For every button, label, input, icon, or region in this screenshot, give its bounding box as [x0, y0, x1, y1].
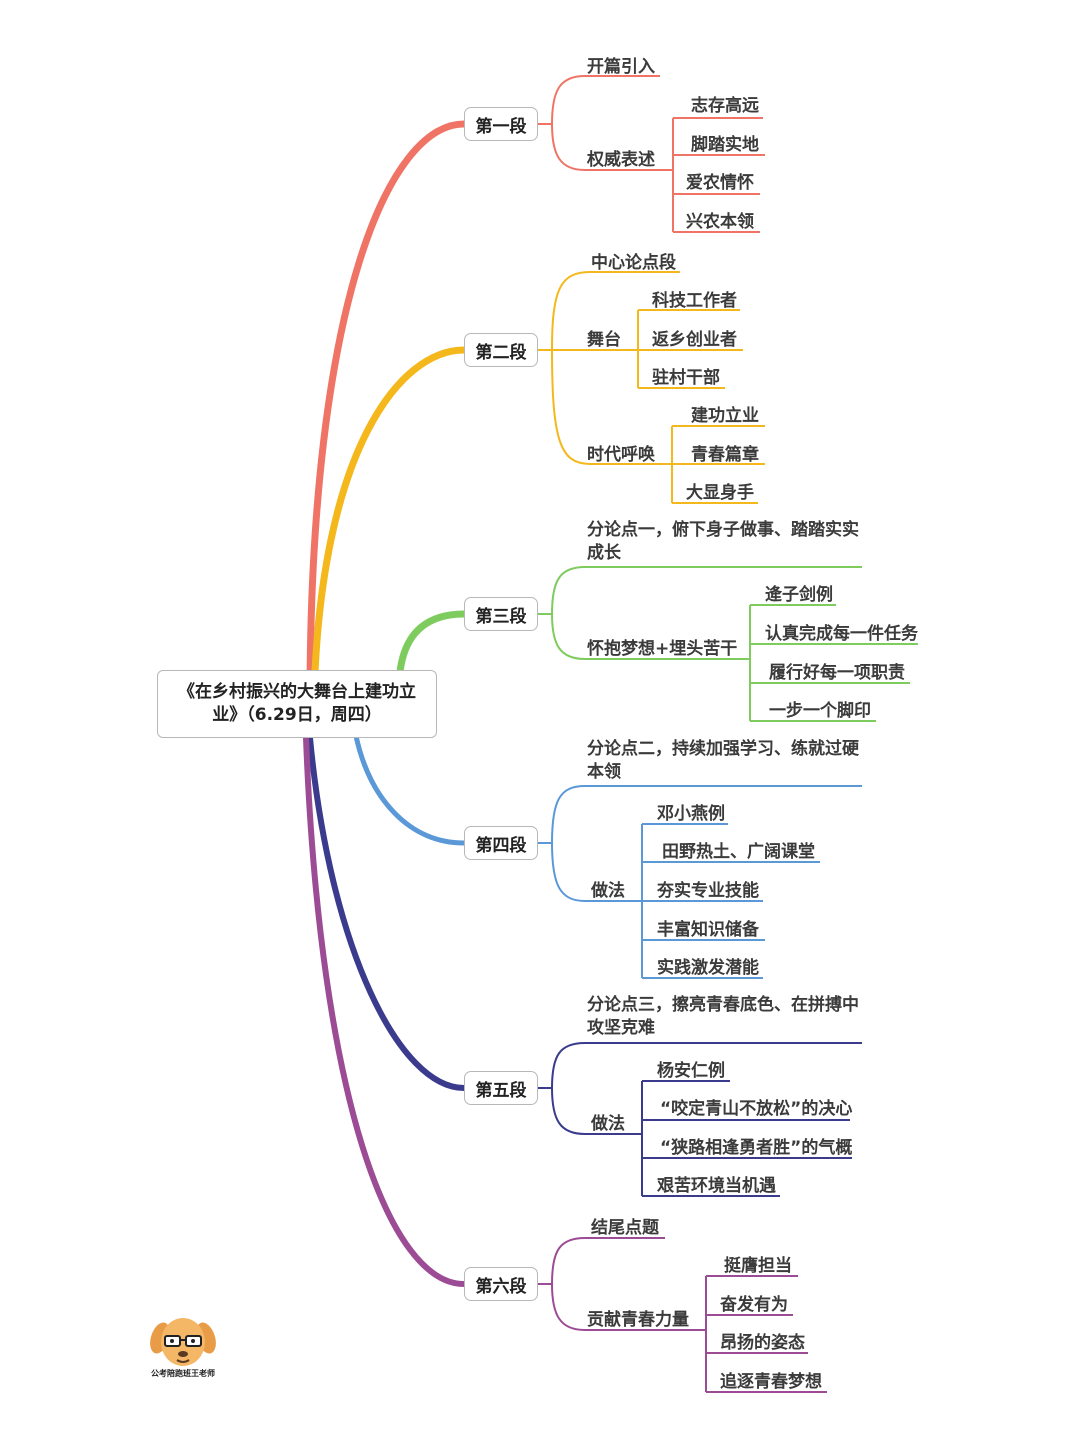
branch-s4	[353, 733, 467, 846]
branch-s6	[303, 735, 467, 1287]
s2-leaf[interactable]: 驻村干部	[652, 368, 720, 388]
section-2-label: 第二段	[475, 342, 527, 363]
s1-leaf[interactable]: 志存高远	[691, 96, 759, 116]
s2-leaf[interactable]: 科技工作者	[652, 291, 737, 311]
section-4-node[interactable]: 第四段	[464, 826, 538, 860]
s1-leaf[interactable]: 兴农本领	[686, 212, 754, 232]
connectors-s5	[538, 1042, 862, 1197]
s2-leaf[interactable]: 大显身手	[686, 483, 754, 503]
connectors-s6	[538, 1237, 827, 1393]
s3-leaf[interactable]: 逄子剑例	[765, 585, 833, 605]
s4-leaf[interactable]: 夯实专业技能	[657, 881, 759, 901]
s4-leaf[interactable]: 实践激发潜能	[657, 958, 759, 978]
s5-item-argument[interactable]: 分论点三，擦亮青春底色、在拼搏中攻坚克难	[587, 995, 859, 1038]
branch-s2	[310, 346, 468, 704]
section-6-label: 第六段	[475, 1276, 527, 1297]
dog-avatar-icon	[150, 1318, 216, 1366]
s3-leaf[interactable]: 一步一个脚印	[769, 701, 871, 721]
s5-leaf[interactable]: 艰苦环境当机遇	[657, 1176, 776, 1196]
branch-s5	[307, 735, 467, 1091]
s5-leaf[interactable]: 杨安仁例	[657, 1061, 725, 1081]
branch-s1	[306, 120, 468, 704]
s6-item-conclusion[interactable]: 结尾点题	[591, 1218, 659, 1238]
section-6-node[interactable]: 第六段	[464, 1267, 538, 1301]
s1-leaf[interactable]: 爱农情怀	[686, 173, 754, 193]
s3-leaf[interactable]: 履行好每一项职责	[769, 663, 905, 683]
s6-leaf[interactable]: 追逐青春梦想	[720, 1372, 822, 1392]
section-1-node[interactable]: 第一段	[464, 107, 538, 141]
s4-leaf[interactable]: 邓小燕例	[657, 804, 725, 824]
s4-item-method[interactable]: 做法	[591, 881, 625, 901]
section-3-node[interactable]: 第三段	[464, 597, 538, 631]
root-topic-label: 《在乡村振兴的大舞台上建功立业》（6.29日，周四）	[178, 682, 416, 725]
s5-item-method[interactable]: 做法	[591, 1114, 625, 1134]
s2-item-call[interactable]: 时代呼唤	[587, 445, 655, 465]
s5-leaf[interactable]: “狭路相逢勇者胜”的气概	[660, 1138, 853, 1158]
section-3-label: 第三段	[475, 606, 527, 627]
s6-leaf[interactable]: 奋发有为	[720, 1295, 788, 1315]
connectors-s1	[538, 75, 765, 233]
s4-leaf[interactable]: 田野热土、广阔课堂	[662, 842, 815, 862]
s3-item-argument[interactable]: 分论点一，俯下身子做事、踏踏实实成长	[587, 520, 859, 563]
root-topic[interactable]: 《在乡村振兴的大舞台上建功立业》（6.29日，周四）	[157, 670, 437, 738]
s3-item-dream[interactable]: 怀抱梦想+埋头苦干	[587, 639, 738, 659]
s1-item-intro[interactable]: 开篇引入	[587, 57, 655, 77]
s1-item-authority[interactable]: 权威表述	[587, 150, 655, 170]
s2-item-thesis[interactable]: 中心论点段	[591, 253, 676, 273]
connectors-s3	[538, 566, 918, 722]
s6-leaf[interactable]: 昂扬的姿态	[720, 1333, 805, 1353]
section-5-label: 第五段	[475, 1080, 527, 1101]
section-5-node[interactable]: 第五段	[464, 1071, 538, 1105]
section-4-label: 第四段	[475, 835, 527, 856]
s6-item-contribute[interactable]: 贡献青春力量	[587, 1310, 689, 1330]
s1-leaf[interactable]: 脚踏实地	[691, 135, 759, 155]
s4-leaf[interactable]: 丰富知识储备	[657, 920, 759, 940]
section-2-node[interactable]: 第二段	[464, 333, 538, 367]
branch-s3	[396, 610, 468, 676]
s2-leaf[interactable]: 建功立业	[691, 406, 759, 426]
section-1-label: 第一段	[475, 116, 527, 137]
s3-leaf[interactable]: 认真完成每一件任务	[765, 624, 918, 644]
s6-leaf[interactable]: 挺膺担当	[724, 1256, 792, 1276]
s5-leaf[interactable]: “咬定青山不放松”的决心	[660, 1099, 853, 1119]
s2-item-stage[interactable]: 舞台	[587, 330, 621, 350]
s2-leaf[interactable]: 返乡创业者	[652, 330, 737, 350]
connectors-s2	[538, 271, 765, 504]
s2-leaf[interactable]: 青春篇章	[691, 445, 759, 465]
connectors-s4	[538, 785, 862, 979]
watermark-text: 公考陪跑班王老师	[151, 1369, 215, 1378]
s4-item-argument[interactable]: 分论点二，持续加强学习、练就过硬本领	[587, 739, 859, 782]
